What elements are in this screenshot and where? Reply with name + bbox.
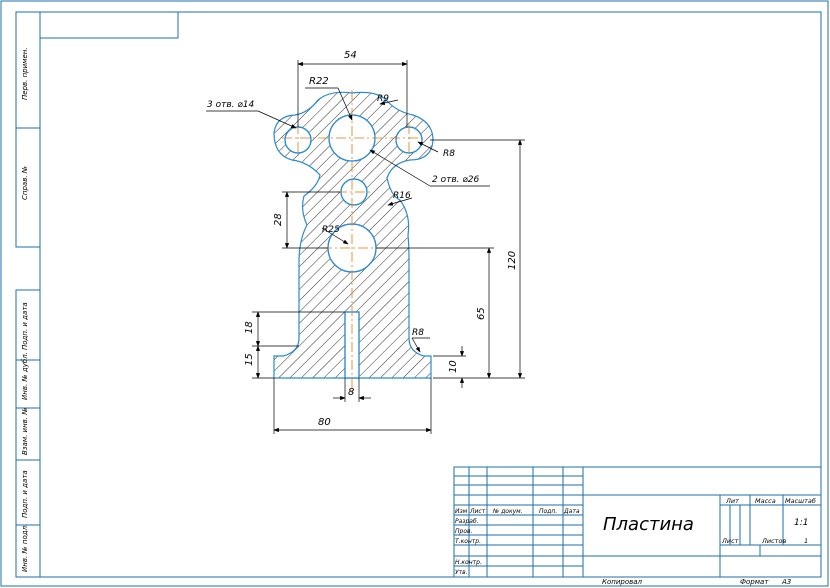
side-label-inv-dubl: Инв. № дубл. — [21, 352, 29, 400]
stamp-nkontr: Н.контр. — [455, 559, 482, 566]
top-left-box — [39, 11, 179, 39]
side-label-perv-primen: Перв. примен. — [21, 47, 29, 100]
side-strip: Перв. примен. Справ. № Подп. и дата Инв.… — [15, 11, 41, 578]
stamp-header-izm: Изм — [455, 508, 468, 515]
stamp-prov: Пров. — [455, 528, 473, 535]
title-block: Изм Лист № докум. Подп. Дата Разраб. Про… — [453, 466, 822, 578]
stamp-tkontr: Т.контр. — [455, 538, 481, 545]
dim-holes-large: 2 отв. ⌀26 — [432, 175, 480, 185]
stamp-header-podp: Подп. — [539, 508, 557, 515]
dim-r22: R22 — [309, 76, 329, 87]
sheet-label: Лист — [721, 537, 739, 545]
side-label-podp-data-1: Подп. и дата — [21, 302, 29, 350]
stamp-razrab: Разраб. — [455, 518, 479, 525]
dim-r25: R25 — [322, 225, 340, 235]
dim-r9: R9 — [377, 94, 389, 104]
format-label: Формат — [740, 578, 769, 586]
dim-54: 54 — [344, 50, 357, 61]
sheets-label: Листов — [761, 537, 786, 545]
dim-80: 80 — [318, 417, 331, 428]
inner-frame — [39, 11, 822, 578]
dim-15: 15 — [244, 353, 255, 366]
dim-120: 120 — [507, 251, 518, 270]
sheets-value: 1 — [804, 537, 808, 545]
side-label-podp-data-2: Подп. и дата — [21, 470, 29, 518]
dim-65: 65 — [476, 307, 487, 320]
dim-r8-bottom: R8 — [412, 328, 424, 338]
scale-label: Масштаб — [785, 497, 816, 505]
dim-28: 28 — [273, 213, 284, 226]
dim-18: 18 — [244, 321, 255, 334]
stamp-header-list: Лист — [469, 508, 486, 515]
copied-label: Копировал — [602, 578, 643, 586]
stamp-utv: Утв. — [455, 569, 468, 576]
dim-holes-small: 3 отв. ⌀14 — [207, 100, 255, 110]
part-plate — [273, 90, 434, 395]
drawing-title: Пластина — [603, 514, 694, 535]
stamp-header-data: Дата — [563, 508, 580, 515]
dim-r8-top: R8 — [443, 149, 455, 159]
format-value: A3 — [781, 578, 791, 586]
dim-8: 8 — [348, 387, 354, 398]
stamp-header-doc: № докум. — [492, 508, 523, 515]
side-label-inv-podl: Инв. № подл. — [21, 524, 29, 572]
side-label-sprav: Справ. № — [21, 166, 29, 200]
side-label-vzam-inv: Взам. инв. № — [21, 407, 29, 455]
scale-value: 1:1 — [794, 518, 808, 528]
lit-label: Лит — [725, 497, 739, 505]
dimensions: 54 R22 R9 3 отв. ⌀14 R8 2 отв. ⌀26 R16 R… — [206, 50, 525, 434]
dim-r16: R16 — [393, 191, 411, 201]
mass-label: Масса — [755, 497, 776, 505]
dim-10: 10 — [448, 360, 459, 373]
part-body — [273, 91, 434, 379]
